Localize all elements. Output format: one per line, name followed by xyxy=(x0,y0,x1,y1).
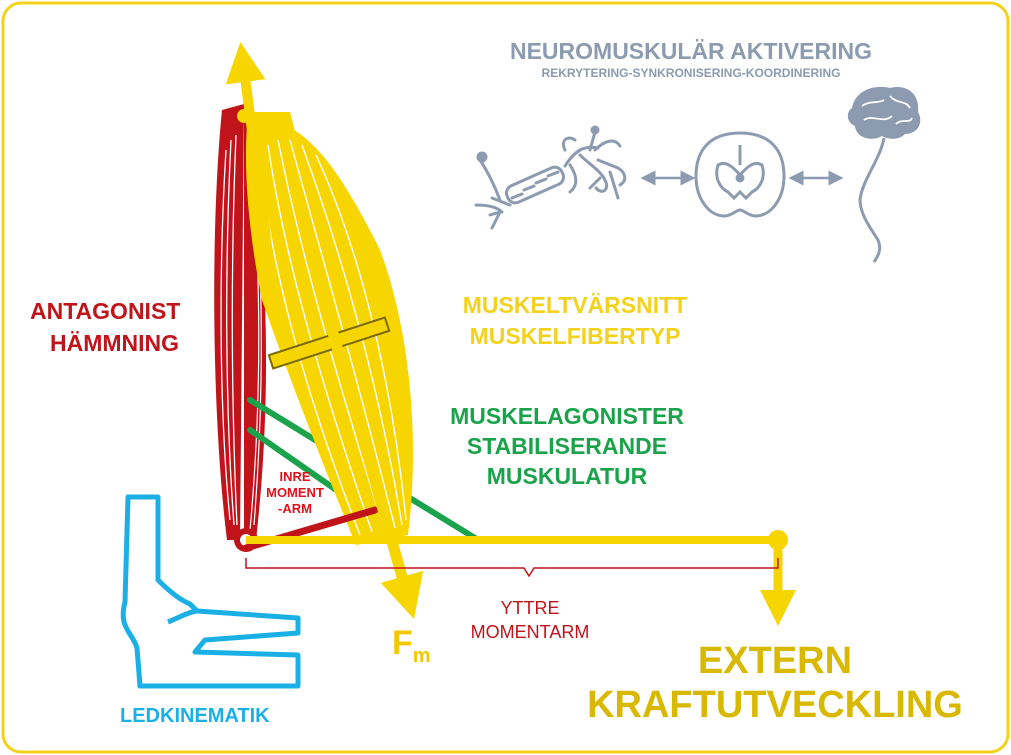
outer-moment-label-2: MOMENTARM xyxy=(470,622,590,642)
inner-moment-label-3: -ARM xyxy=(278,501,312,516)
cross-section-label-1: MUSKELTVÄRSNITT xyxy=(462,292,688,318)
joint-kinematics-label: LEDKINEMATIK xyxy=(120,705,270,727)
spinal-cord-icon xyxy=(694,131,786,218)
muscle-force-arrow xyxy=(312,278,424,620)
neuro-title: NEUROMUSKULÄR AKTIVERING xyxy=(509,38,873,64)
agonist-label-1: MUSKELAGONISTER xyxy=(450,403,684,429)
muscle-force-label: Fm xyxy=(392,624,431,667)
cross-section-marker xyxy=(267,316,391,370)
outer-moment-bracket xyxy=(245,558,779,578)
cross-section-label-2: MUSKELFIBERTYP xyxy=(469,323,681,349)
agonist-label-2: STABILISERANDE xyxy=(466,433,668,459)
lever-end xyxy=(768,530,788,550)
muscle-pull-arrow xyxy=(225,42,271,239)
agonist-label-3: MUSKULATUR xyxy=(486,463,648,489)
inner-moment-label-2: MOMENT xyxy=(266,485,324,500)
antagonist-label-2: HÄMMNING xyxy=(50,330,180,356)
brain-icon xyxy=(847,86,921,263)
muscle-force-subscript: m xyxy=(412,645,431,667)
muscle-force-symbol: F xyxy=(392,624,413,662)
foot-outline xyxy=(120,494,301,689)
inner-moment-label-1: INRE xyxy=(279,469,311,484)
neuron-icon xyxy=(474,125,627,230)
external-force-label-1: EXTERN xyxy=(697,640,853,682)
neuro-subtitle: REKRYTERING-SYNKRONISERING-KOORDINERING xyxy=(541,66,841,80)
external-force-label-2: KRAFTUTVECKLING xyxy=(587,684,963,726)
antagonist-label-1: ANTAGONIST xyxy=(30,298,181,324)
outer-moment-label-1: YTTRE xyxy=(500,598,560,618)
